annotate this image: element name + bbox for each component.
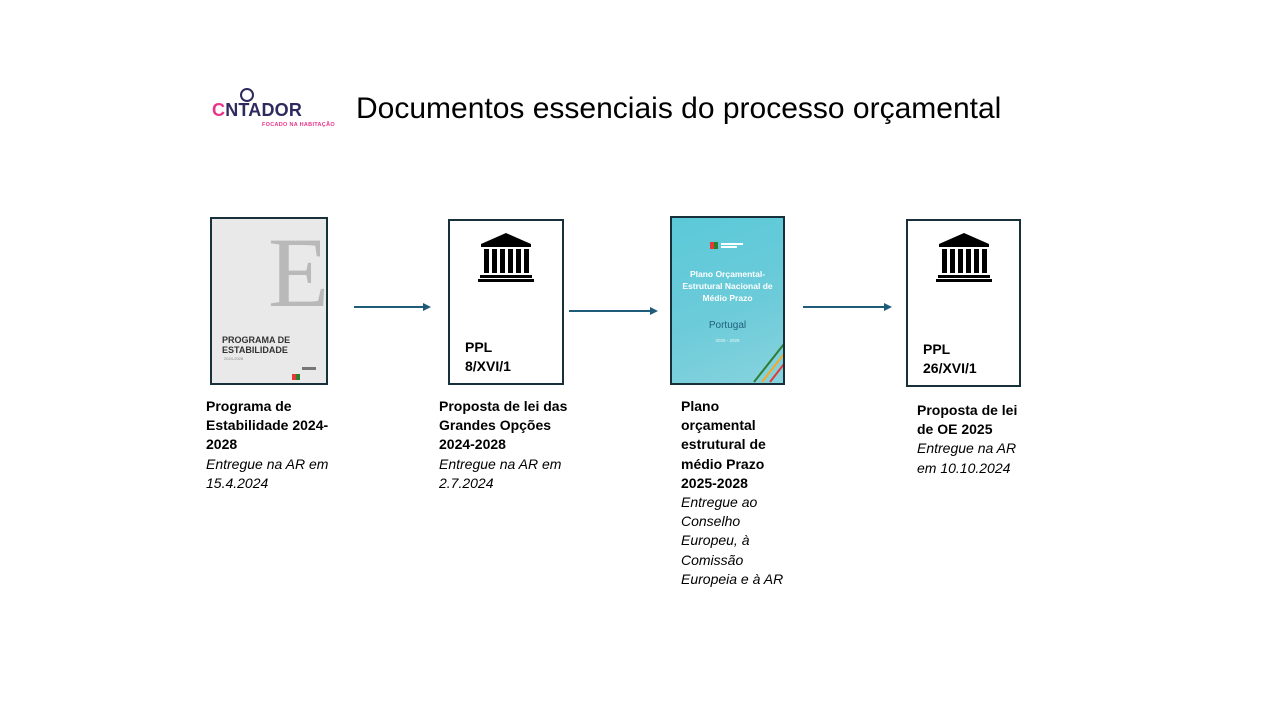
logo-mark — [240, 88, 254, 102]
government-logo — [710, 242, 746, 250]
caption-title: Proposta de lei de OE 2025 — [917, 402, 1018, 438]
caption-note: Entregue na AR em 10.10.2024 — [917, 440, 1017, 476]
parliament-icon — [936, 233, 992, 282]
caption-fiscal-structural-plan: Plano orçamental estrutural de médio Pra… — [681, 397, 797, 589]
caption-oe-2025: Proposta de lei de OE 2025 Entregue na A… — [917, 401, 1033, 478]
cover-country: Portugal — [708, 320, 747, 331]
cover-decoration: E — [268, 217, 328, 328]
arrow-3 — [803, 303, 892, 311]
caption-stability-programme: Programa de Estabilidade 2024-2028 Entre… — [206, 397, 346, 493]
cover-years: 2025 - 2028 — [715, 338, 740, 343]
caption-title: Programa de Estabilidade 2024-2028 — [206, 398, 329, 453]
caption-note: Entregue ao Conselho Europeu, à Comissão… — [681, 494, 784, 587]
stability-programme-cover: E PROGRAMA DE ESTABILIDADE 2024-2028 — [210, 217, 328, 385]
fiscal-structural-plan-cover: Plano Orçamental-Estrutural Nacional de … — [670, 216, 785, 385]
logo-tagline: FOCADO NA HABITAÇÃO — [262, 122, 335, 128]
cover-title: PROGRAMA DE ESTABILIDADE — [222, 335, 291, 355]
parliament-icon — [478, 233, 534, 282]
arrow-1 — [354, 303, 431, 311]
arrow-2 — [569, 307, 658, 315]
logo: CNTADOR FOCADO NA HABITAÇÃO — [210, 88, 335, 132]
caption-note: Entregue na AR em 15.4.2024 — [206, 455, 329, 491]
caption-title: Proposta de lei das Grandes Opções 2024-… — [439, 398, 568, 453]
cover-title: Plano Orçamental-Estrutural Nacional de … — [682, 269, 773, 303]
caption-title: Plano orçamental estrutural de médio Pra… — [681, 398, 766, 491]
cover-years: 2024-2028 — [224, 356, 244, 361]
logo-wordmark: CNTADOR — [212, 100, 303, 120]
page-title: Documentos essenciais do processo orçame… — [356, 92, 1002, 125]
ppl-box-oe-2025: PPL 26/XVI/1 — [906, 219, 1021, 387]
ppl-label: PPL 26/XVI/1 — [923, 341, 977, 376]
cover-stripes — [753, 343, 783, 383]
ppl-box-grandes-opcoes: PPL 8/XVI/1 — [448, 219, 564, 385]
caption-note: Entregue na AR em 2.7.2024 — [439, 455, 562, 491]
ppl-label: PPL 8/XVI/1 — [465, 339, 511, 374]
government-logo — [292, 367, 316, 380]
caption-grandes-opcoes: Proposta de lei das Grandes Opções 2024-… — [439, 397, 579, 493]
